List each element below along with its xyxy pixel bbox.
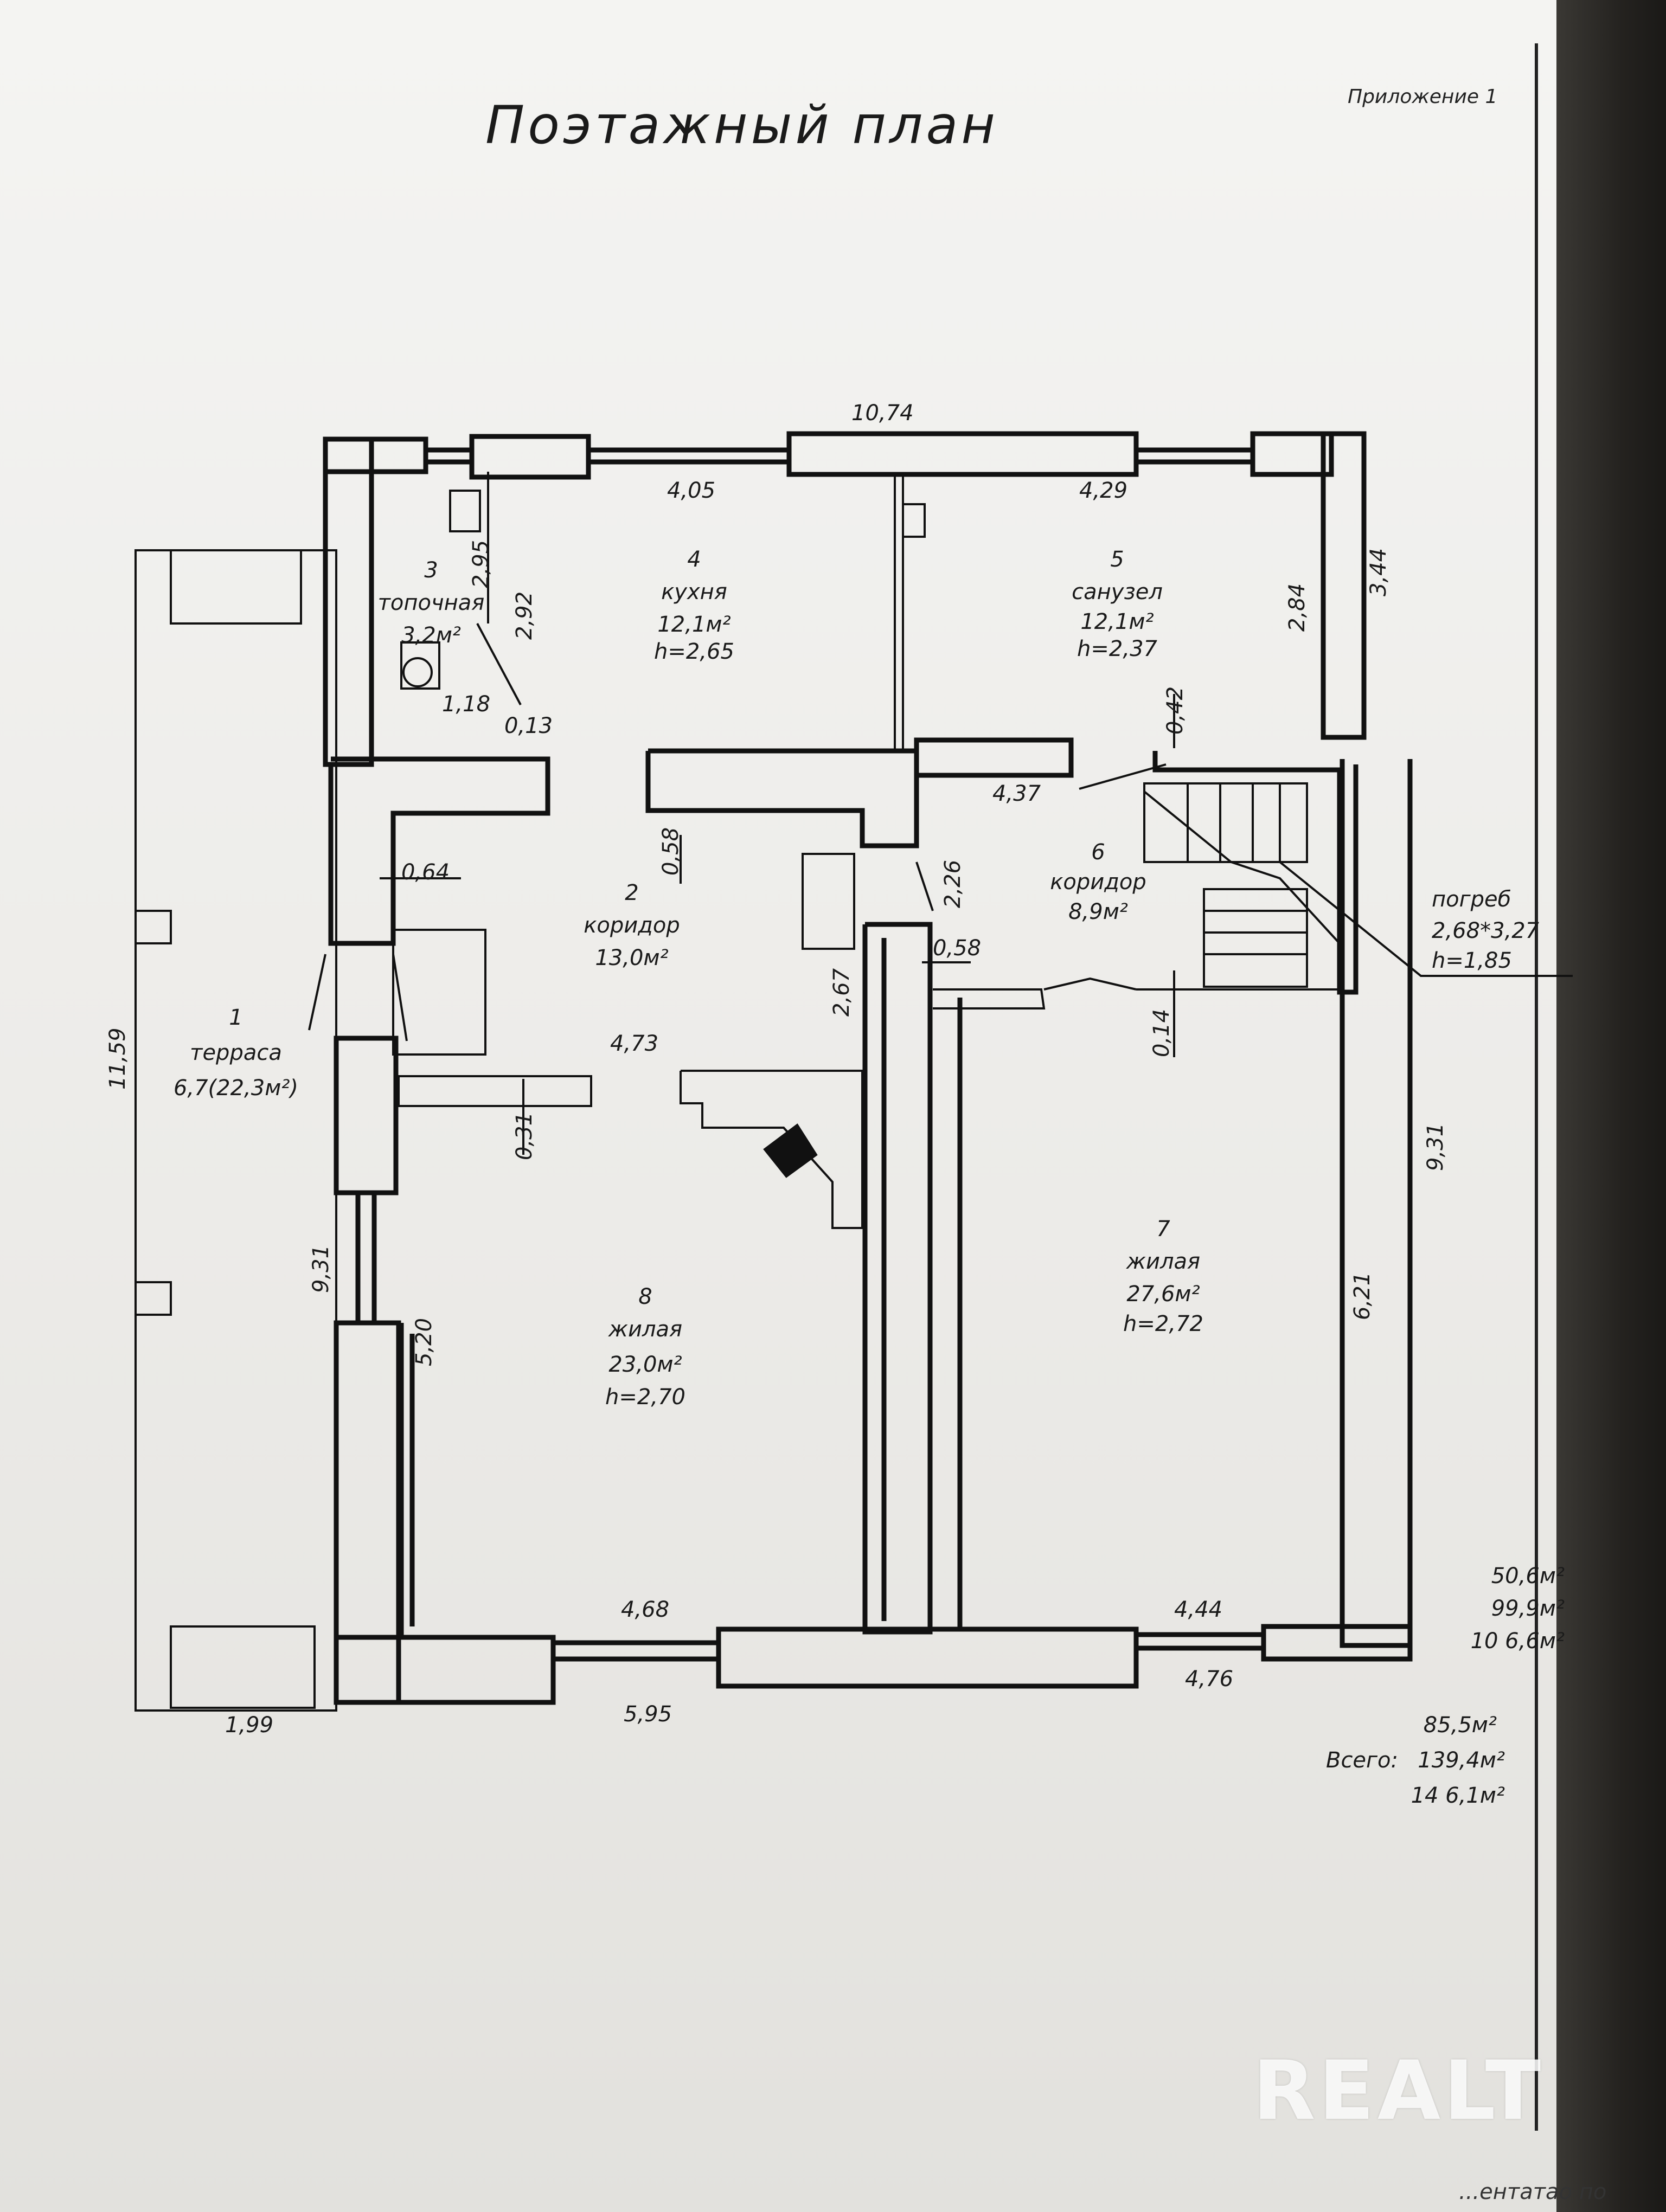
dim-226: 2,26 — [940, 860, 965, 908]
dim-room8-width: 4,68 — [621, 1597, 669, 1622]
dim-stair-a: 0,42 — [1163, 686, 1188, 735]
room1-number: 1 — [229, 1005, 242, 1030]
dimension-labels: 10,74 4,05 4,29 3,44 2,84 2,95 2,92 1,18… — [105, 401, 1448, 1738]
wall-left-upper — [323, 436, 374, 767]
dim-014: 0,14 — [1149, 1009, 1174, 1057]
dim-bottom-left: 1,99 — [225, 1713, 273, 1738]
sum-general: 139,4м² — [1418, 1748, 1505, 1773]
room-labels: 3 топочная 3,2м² 4 кухня 12,1м² h=2,65 5… — [174, 547, 1540, 1410]
dim-kitchen-width: 4,05 — [667, 478, 715, 503]
room8-name: жилая — [608, 1317, 682, 1342]
wall-bottom-right — [1261, 1624, 1413, 1662]
room7-number: 7 — [1156, 1217, 1170, 1242]
dim-corridor-width: 4,37 — [992, 781, 1041, 806]
cellar-height: h=1,85 — [1432, 948, 1512, 973]
sum-living: 85,5м² — [1424, 1713, 1497, 1738]
room3-number: 3 — [424, 558, 438, 583]
room2-area: 13,0м² — [595, 946, 668, 970]
room5-height: h=2,37 — [1077, 636, 1157, 661]
dim-room8-height: 5,20 — [412, 1318, 437, 1366]
total-living: 50,6м² — [1491, 1564, 1565, 1589]
total-general: 99,9м² — [1491, 1596, 1565, 1621]
terrace-outline — [134, 549, 337, 1712]
dim-boiler-a: 2,95 — [469, 540, 494, 588]
room5-name: санузел — [1072, 580, 1163, 605]
dim-058a: 0,58 — [658, 827, 683, 876]
room8-number: 8 — [638, 1284, 652, 1309]
wall-top-right — [1250, 431, 1334, 477]
dim-bottom-mid: 5,95 — [624, 1702, 672, 1727]
room8-height: h=2,70 — [605, 1385, 685, 1410]
room3-name: топочная — [378, 590, 485, 615]
room8-area: 23,0м² — [608, 1352, 682, 1377]
room4-name: кухня — [661, 580, 727, 605]
wall-right-upper — [1321, 431, 1367, 740]
room4-area: 12,1м² — [657, 612, 731, 637]
room6-name: коридор — [1050, 870, 1146, 895]
background-surface — [1556, 0, 1666, 2212]
room6-area: 8,9м² — [1068, 899, 1128, 924]
dim-058b: 0,58 — [933, 936, 981, 961]
dim-top-total: 10,74 — [851, 401, 914, 426]
dim-room7-height: 6,21 — [1350, 1272, 1375, 1320]
room7-height: h=2,72 — [1123, 1311, 1203, 1336]
dim-left-total: 11,59 — [105, 1027, 130, 1090]
wall-top-left — [323, 436, 428, 474]
paper-sheet — [0, 0, 1624, 2212]
realt-watermark-logo: REALT — [1253, 2044, 1545, 2138]
room1-name: терраса — [190, 1040, 282, 1065]
wall-bottom-left — [334, 1635, 556, 1705]
room2-number: 2 — [625, 880, 638, 905]
dim-boiler-c: 1,18 — [442, 692, 490, 717]
room7-name: жилая — [1126, 1249, 1200, 1274]
dim-boiler-b: 2,92 — [512, 591, 537, 640]
dim-right-upper: 3,44 — [1366, 548, 1391, 596]
room1-area: 6,7(22,3м²) — [174, 1076, 298, 1101]
drawing-frame-border — [1535, 43, 1538, 2131]
room4-height: h=2,65 — [654, 639, 734, 664]
sum-label: Всего: — [1326, 1748, 1398, 1773]
room5-area: 12,1м² — [1080, 609, 1154, 634]
room4-number: 4 — [687, 547, 701, 572]
room6-number: 6 — [1091, 840, 1105, 865]
dim-473: 4,73 — [610, 1031, 658, 1056]
area-totals: 50,6м² 99,9м² 10 6,6м² 85,5м² Всего: 139… — [1326, 1564, 1565, 1808]
dim-room7-width: 4,44 — [1174, 1597, 1222, 1622]
dim-left-lower: 9,31 — [309, 1245, 334, 1293]
room2-name: коридор — [584, 913, 680, 938]
dim-bathroom-width: 4,29 — [1079, 478, 1127, 503]
dim-bottom-right: 4,76 — [1185, 1667, 1233, 1692]
wall-top-kitchen — [469, 434, 591, 480]
dim-bathroom-height: 2,84 — [1285, 583, 1310, 632]
dim-064: 0,64 — [401, 860, 450, 885]
cellar-name: погреб — [1432, 887, 1511, 912]
dim-267: 2,67 — [829, 968, 854, 1017]
dim-right-lower: 9,31 — [1423, 1123, 1448, 1171]
room3-area: 3,2м² — [401, 623, 461, 648]
cut-off-footer-text: ...ентатао по — [1459, 2179, 1607, 2204]
dim-031: 0,31 — [512, 1112, 537, 1160]
page-title: Поэтажный план — [485, 95, 999, 156]
room7-area: 27,6м² — [1126, 1282, 1200, 1307]
total-area: 10 6,6м² — [1471, 1629, 1565, 1654]
appendix-label: Приложение 1 — [1348, 86, 1498, 108]
boiler-symbol — [400, 641, 440, 690]
room5-number: 5 — [1110, 547, 1124, 572]
wall-top-center — [786, 431, 1139, 477]
sum-total: 14 6,1м² — [1411, 1783, 1505, 1808]
dim-boiler-d: 0,13 — [504, 713, 553, 738]
wall-bottom-mid — [716, 1626, 1139, 1689]
cellar-size: 2,68*3,27 — [1432, 918, 1540, 943]
cellar-leader-line — [1279, 861, 1573, 977]
